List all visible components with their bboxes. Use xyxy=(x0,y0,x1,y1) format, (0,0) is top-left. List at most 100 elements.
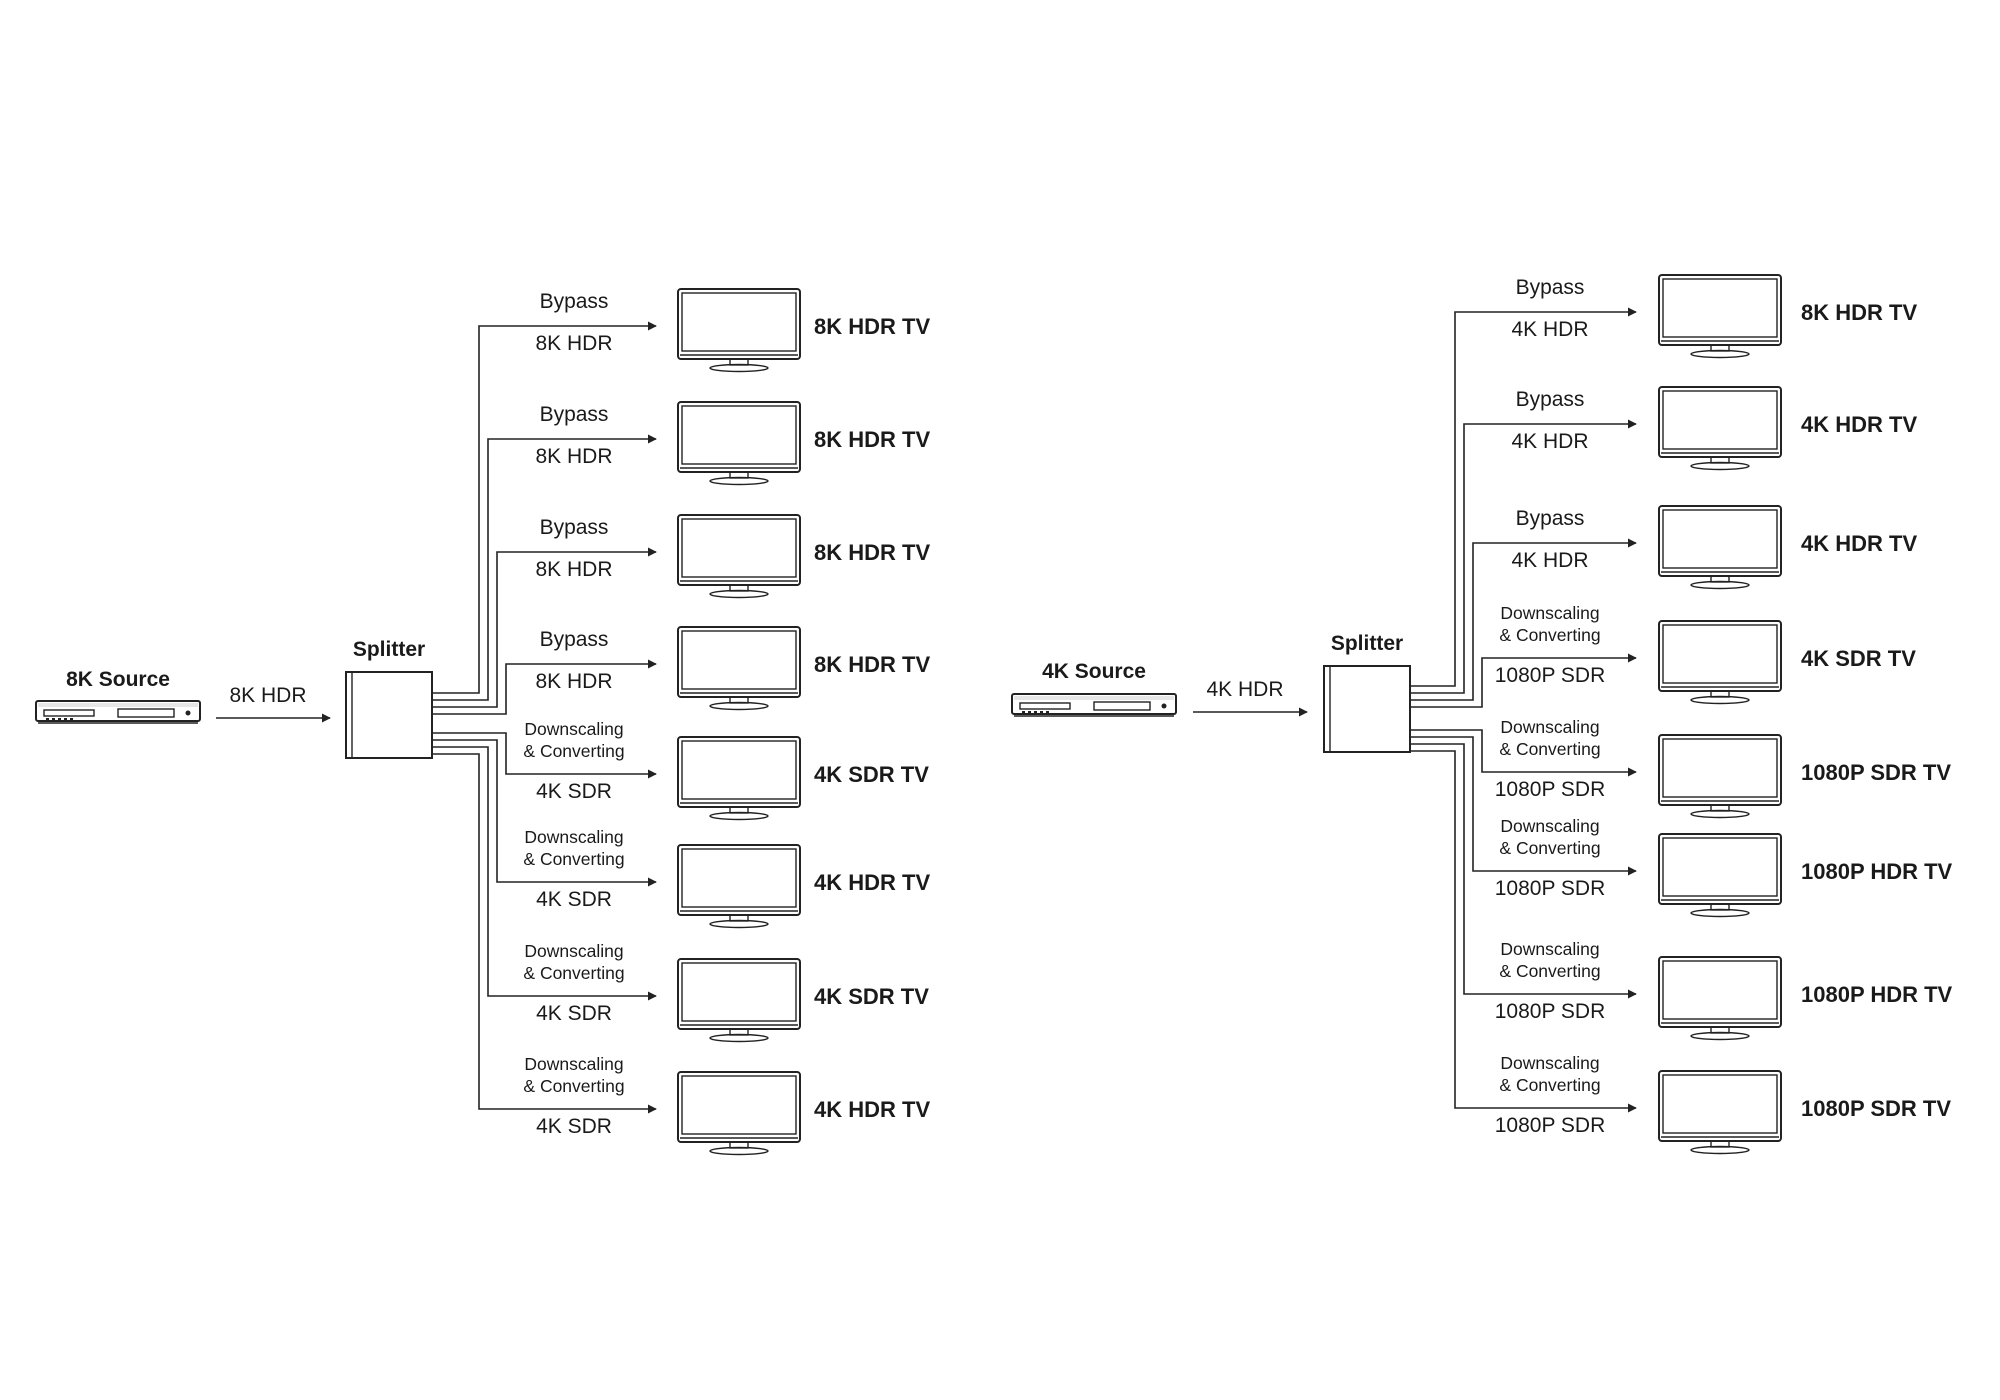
output-mode-label: & Converting xyxy=(523,741,624,761)
output-wire xyxy=(432,659,657,715)
splitter-label: Splitter xyxy=(1331,632,1403,655)
media-player-icon xyxy=(35,700,201,724)
output-signal-label: 4K SDR xyxy=(536,888,612,911)
output-wire xyxy=(432,746,657,1001)
tv-label: 4K HDR TV xyxy=(1801,412,1917,437)
output-signal-label: 8K HDR xyxy=(535,445,612,468)
tv-monitor-icon xyxy=(1658,956,1782,1041)
output-mode-label: Bypass xyxy=(540,403,609,426)
output-mode-label: Bypass xyxy=(540,628,609,651)
tv-label: 1080P SDR TV xyxy=(1801,1096,1951,1121)
tv-label: 1080P HDR TV xyxy=(1801,982,1953,1007)
output-mode-label: Bypass xyxy=(1516,507,1585,530)
output-mode-label: & Converting xyxy=(523,963,624,983)
output-mode-label: Downscaling xyxy=(524,719,623,739)
output-signal-label: 1080P SDR xyxy=(1495,1114,1606,1137)
input-signal-label: 8K HDR xyxy=(229,684,306,707)
tv-label: 8K HDR TV xyxy=(1801,300,1917,325)
output-mode-label: & Converting xyxy=(523,1076,624,1096)
output-mode-label: & Converting xyxy=(1499,1075,1600,1095)
output-signal-label: 4K SDR xyxy=(536,1002,612,1025)
output-mode-label: Downscaling xyxy=(1500,717,1599,737)
tv-monitor-icon xyxy=(1658,505,1782,590)
output-signal-label: 8K HDR xyxy=(535,558,612,581)
tv-monitor-icon xyxy=(677,514,801,599)
tv-monitor-icon xyxy=(1658,386,1782,471)
tv-label: 8K HDR TV xyxy=(814,652,930,677)
tv-monitor-icon xyxy=(1658,734,1782,819)
tv-label: 4K SDR TV xyxy=(814,984,929,1009)
output-mode-label: & Converting xyxy=(1499,838,1600,858)
tv-monitor-icon xyxy=(677,401,801,486)
output-mode-label: & Converting xyxy=(1499,739,1600,759)
output-signal-label: 4K HDR xyxy=(1511,318,1588,341)
tv-label: 4K SDR TV xyxy=(814,762,929,787)
output-wire xyxy=(432,753,657,1114)
tv-label: 4K HDR TV xyxy=(814,870,930,895)
tv-monitor-icon xyxy=(677,958,801,1043)
tv-label: 1080P SDR TV xyxy=(1801,760,1951,785)
output-signal-label: 4K SDR xyxy=(536,1115,612,1138)
output-mode-label: Bypass xyxy=(1516,276,1585,299)
output-wire xyxy=(1410,419,1637,694)
tv-monitor-icon xyxy=(1658,833,1782,918)
output-wire xyxy=(1410,538,1637,701)
tv-label: 4K HDR TV xyxy=(1801,531,1917,556)
output-mode-label: Bypass xyxy=(1516,388,1585,411)
output-mode-label: Bypass xyxy=(540,290,609,313)
output-wire xyxy=(432,434,657,701)
input-signal-label: 4K HDR xyxy=(1206,678,1283,701)
output-wire xyxy=(1410,750,1637,1113)
output-wire xyxy=(1410,729,1637,777)
output-mode-label: Downscaling xyxy=(1500,939,1599,959)
tv-monitor-icon xyxy=(1658,1070,1782,1155)
output-signal-label: 8K HDR xyxy=(535,332,612,355)
output-mode-label: & Converting xyxy=(523,849,624,869)
tv-monitor-icon xyxy=(677,288,801,373)
tv-label: 8K HDR TV xyxy=(814,540,930,565)
output-wire xyxy=(432,547,657,708)
output-wire xyxy=(1410,736,1637,876)
diagram-2: 4K Source 4K HDR Splitter Bypass 4K HDR 8K HD… xyxy=(1011,274,1953,1155)
output-mode-label: Downscaling xyxy=(1500,1053,1599,1073)
tv-monitor-icon xyxy=(677,736,801,821)
media-player-icon xyxy=(1011,693,1177,717)
tv-label: 1080P HDR TV xyxy=(1801,859,1953,884)
output-signal-label: 1080P SDR xyxy=(1495,664,1606,687)
output-wire xyxy=(432,739,657,887)
output-signal-label: 4K SDR xyxy=(536,780,612,803)
output-signal-label: 1080P SDR xyxy=(1495,1000,1606,1023)
output-mode-label: Downscaling xyxy=(524,827,623,847)
output-mode-label: Downscaling xyxy=(524,941,623,961)
tv-label: 8K HDR TV xyxy=(814,314,930,339)
output-wire xyxy=(1410,307,1637,687)
output-signal-label: 4K HDR xyxy=(1511,549,1588,572)
source-label: 4K Source xyxy=(1042,660,1146,683)
output-mode-label: & Converting xyxy=(1499,961,1600,981)
output-signal-label: 4K HDR xyxy=(1511,430,1588,453)
tv-monitor-icon xyxy=(1658,274,1782,359)
output-mode-label: & Converting xyxy=(1499,625,1600,645)
output-mode-label: Downscaling xyxy=(1500,816,1599,836)
tv-label: 4K HDR TV xyxy=(814,1097,930,1122)
splitter-box-icon xyxy=(1323,665,1411,753)
output-wire xyxy=(1410,743,1637,999)
output-wire xyxy=(432,732,657,779)
tv-monitor-icon xyxy=(1658,620,1782,705)
output-mode-label: Downscaling xyxy=(1500,603,1599,623)
diagram-1: 8K Source 8K HDR Splitter Bypass 8K HDR 8K HD… xyxy=(35,288,930,1156)
splitter-label: Splitter xyxy=(353,638,425,661)
output-signal-label: 1080P SDR xyxy=(1495,778,1606,801)
splitter-box-icon xyxy=(345,671,433,759)
tv-monitor-icon xyxy=(677,626,801,711)
output-signal-label: 1080P SDR xyxy=(1495,877,1606,900)
tv-label: 4K SDR TV xyxy=(1801,646,1916,671)
output-wire xyxy=(1410,653,1637,708)
output-signal-label: 8K HDR xyxy=(535,670,612,693)
output-mode-label: Downscaling xyxy=(524,1054,623,1074)
tv-label: 8K HDR TV xyxy=(814,427,930,452)
source-label: 8K Source xyxy=(66,668,170,691)
tv-monitor-icon xyxy=(677,844,801,929)
output-mode-label: Bypass xyxy=(540,516,609,539)
